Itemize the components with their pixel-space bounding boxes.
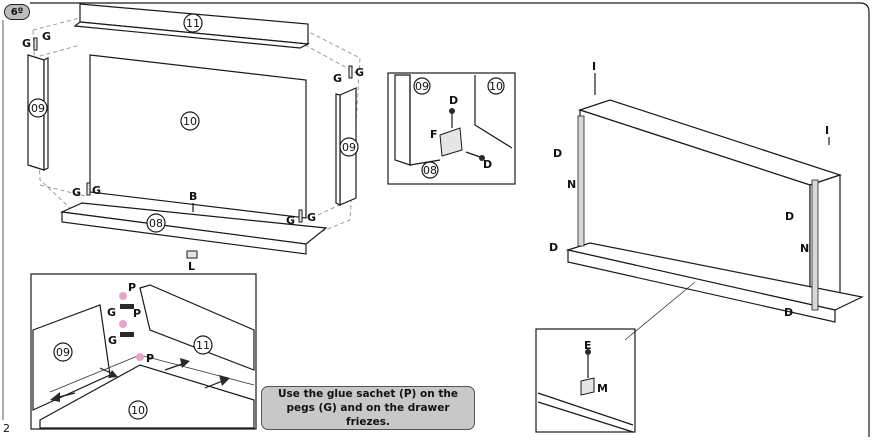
arrow-head-icon — [108, 370, 118, 378]
part-label-09-left: 09 — [31, 102, 45, 115]
glue-drop-icon — [136, 353, 144, 361]
peg-icon — [120, 304, 134, 309]
letter-p: P — [128, 281, 136, 294]
part-circle — [28, 98, 48, 118]
screw-head-icon — [449, 108, 455, 114]
letter-g: G — [72, 186, 81, 199]
part-circle — [421, 161, 439, 179]
detail-label-08: 08 — [423, 164, 437, 177]
page-frame — [30, 2, 870, 437]
bracket-icon — [439, 127, 463, 157]
peg-icon — [33, 37, 38, 51]
letter-l: L — [188, 260, 195, 273]
page-number: 2 — [3, 422, 10, 435]
letter-g: G — [107, 306, 116, 319]
screw-head-icon — [479, 155, 485, 161]
letter-d: D — [784, 306, 793, 319]
letter-g: G — [333, 72, 342, 85]
panel-09-right-edge — [335, 93, 341, 206]
part-circle — [339, 137, 359, 157]
part-label-08: 08 — [149, 217, 163, 230]
glue-label-11: 11 — [196, 339, 210, 352]
letter-b: B — [189, 190, 197, 203]
letter-n: N — [800, 242, 809, 255]
detail-panel-11 — [139, 284, 255, 371]
assembled-view: I I D D D D N N — [549, 60, 864, 341]
letter-g: G — [22, 37, 31, 50]
nail-head-icon — [585, 349, 591, 355]
glue-note: Use the glue sachet (P) on the pegs (G) … — [261, 386, 475, 430]
detail-cam-lock: 09 10 08 D D F — [387, 72, 516, 185]
arrow-head-icon — [50, 392, 60, 402]
part-circle — [128, 400, 148, 420]
glue-drop-icon — [119, 292, 127, 300]
detail-glue: 09 11 10 P P P G G — [30, 273, 257, 430]
arrow-head-icon — [219, 375, 230, 386]
letter-d: D — [553, 147, 562, 160]
letter-e: E — [584, 339, 592, 352]
letter-d: D — [785, 210, 794, 223]
letter-i: I — [592, 60, 596, 73]
glue-label-10: 10 — [131, 404, 145, 417]
part-label-09-right: 09 — [342, 141, 356, 154]
detail-frame — [387, 72, 516, 185]
part-circle — [146, 213, 166, 233]
letter-f: F — [430, 128, 438, 141]
drawer-slide-right — [811, 179, 819, 311]
panel-09-left-edge — [43, 57, 49, 171]
detail-frame — [535, 328, 636, 433]
peg-icon — [86, 182, 91, 196]
letter-m: M — [597, 382, 608, 395]
part-circle — [183, 13, 203, 33]
letter-p: P — [146, 352, 154, 365]
cam-lock-icon — [186, 250, 198, 259]
part-circle — [487, 77, 505, 95]
letter-g: G — [286, 214, 295, 227]
part-label-11: 11 — [186, 17, 200, 30]
part-circle — [413, 77, 431, 95]
assembly-guide-2 — [32, 44, 361, 216]
letter-d: D — [483, 158, 492, 171]
step-badge: 6º — [4, 4, 30, 20]
part-circle — [193, 335, 213, 355]
peg-icon — [348, 65, 353, 79]
assembled-bottom-edge — [567, 249, 836, 323]
detail-frame — [30, 273, 257, 430]
glue-label-09: 09 — [56, 346, 70, 359]
drawer-slide-left — [577, 115, 585, 247]
panel-08-edge — [61, 211, 307, 255]
letter-g: G — [307, 211, 316, 224]
detail-label-10: 10 — [489, 80, 503, 93]
letter-g: G — [108, 334, 117, 347]
letter-i: I — [825, 124, 829, 137]
letter-g: G — [92, 184, 101, 197]
detail-panel-10 — [39, 364, 255, 429]
detail-nail: E M — [535, 328, 636, 433]
letter-g: G — [355, 66, 364, 79]
callout-line — [624, 281, 696, 341]
part-circle — [53, 342, 73, 362]
letter-n: N — [567, 178, 576, 191]
letter-g: G — [42, 30, 51, 43]
letter-d: D — [449, 94, 458, 107]
exploded-view: 11 09 10 09 08 G G G G G G G G B L — [22, 3, 364, 273]
peg-icon — [298, 209, 303, 223]
part-circle — [180, 111, 200, 131]
detail-edge — [537, 392, 634, 433]
letter-d: D — [549, 241, 558, 254]
arrow-head-icon — [180, 358, 190, 368]
detail-label-09: 09 — [415, 80, 429, 93]
screw-icon — [465, 151, 481, 158]
assembly-guide — [32, 17, 361, 234]
peg-icon — [120, 332, 134, 337]
panel-11-edge — [73, 21, 311, 49]
letter-p: P — [133, 307, 141, 320]
plate-icon — [580, 377, 595, 396]
part-label-10: 10 — [183, 115, 197, 128]
panel-10 — [89, 54, 307, 219]
glue-drop-icon — [119, 320, 127, 328]
detail-panel-09 — [394, 74, 411, 166]
